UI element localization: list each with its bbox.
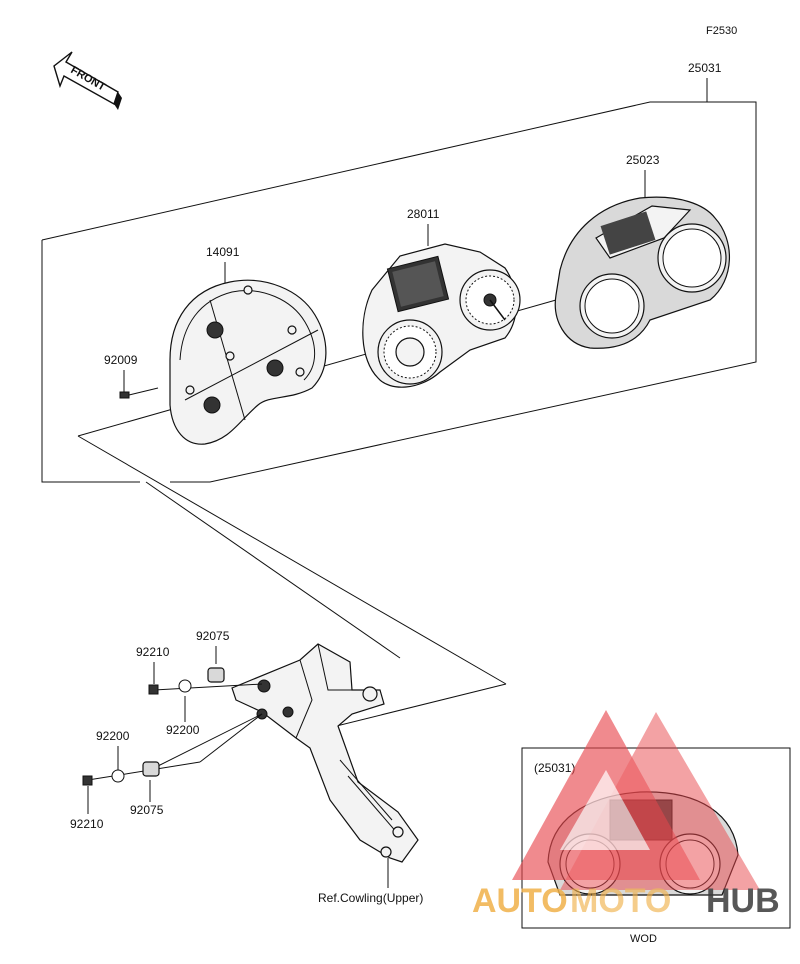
washer-icon <box>178 679 192 693</box>
assembly-frame <box>41 101 757 483</box>
assembly-frame-left <box>41 240 140 483</box>
fastener-set-bottom <box>82 713 263 786</box>
label-92200-bottom: 92200 <box>96 729 130 743</box>
watermark-text-2: MOTO <box>570 882 671 920</box>
frame-to-bracket-line-1 <box>77 435 507 685</box>
meter-cover <box>554 196 731 349</box>
label-25023: 25023 <box>626 153 660 167</box>
label-92210-bottom: 92210 <box>70 817 104 831</box>
label-ref-cowling: Ref.Cowling(Upper) <box>318 891 423 905</box>
nut-icon <box>148 684 159 695</box>
watermark-text-1: AUTO <box>472 882 568 920</box>
grommet-icon <box>207 667 225 683</box>
meter-bracket <box>231 643 419 863</box>
frame-to-bracket-line-2 <box>145 481 401 659</box>
washer-icon <box>111 769 125 783</box>
watermark-logo: AUTO MOTO HUB <box>472 710 780 920</box>
label-92075-bottom: 92075 <box>130 803 164 817</box>
label-14091: 14091 <box>206 245 240 259</box>
diagram-code: F2530 <box>706 25 737 37</box>
label-25031: 25031 <box>688 61 722 75</box>
label-92210-top: 92210 <box>136 645 170 659</box>
label-92009: 92009 <box>104 353 138 367</box>
label-92200-top: 92200 <box>166 723 200 737</box>
inset-label: (25031) <box>534 761 575 775</box>
nut-icon <box>82 775 93 786</box>
front-arrow-icon: FRONT <box>53 51 122 110</box>
label-28011: 28011 <box>407 207 440 221</box>
meter-unit <box>362 243 521 388</box>
label-92075-top: 92075 <box>196 629 230 643</box>
meter-housing <box>169 279 327 445</box>
inset-caption: WOD <box>630 933 657 945</box>
watermark-text-3: HUB <box>706 882 780 920</box>
grommet-icon <box>142 761 160 777</box>
screw-icon <box>119 387 159 399</box>
fastener-set-top <box>148 667 263 695</box>
